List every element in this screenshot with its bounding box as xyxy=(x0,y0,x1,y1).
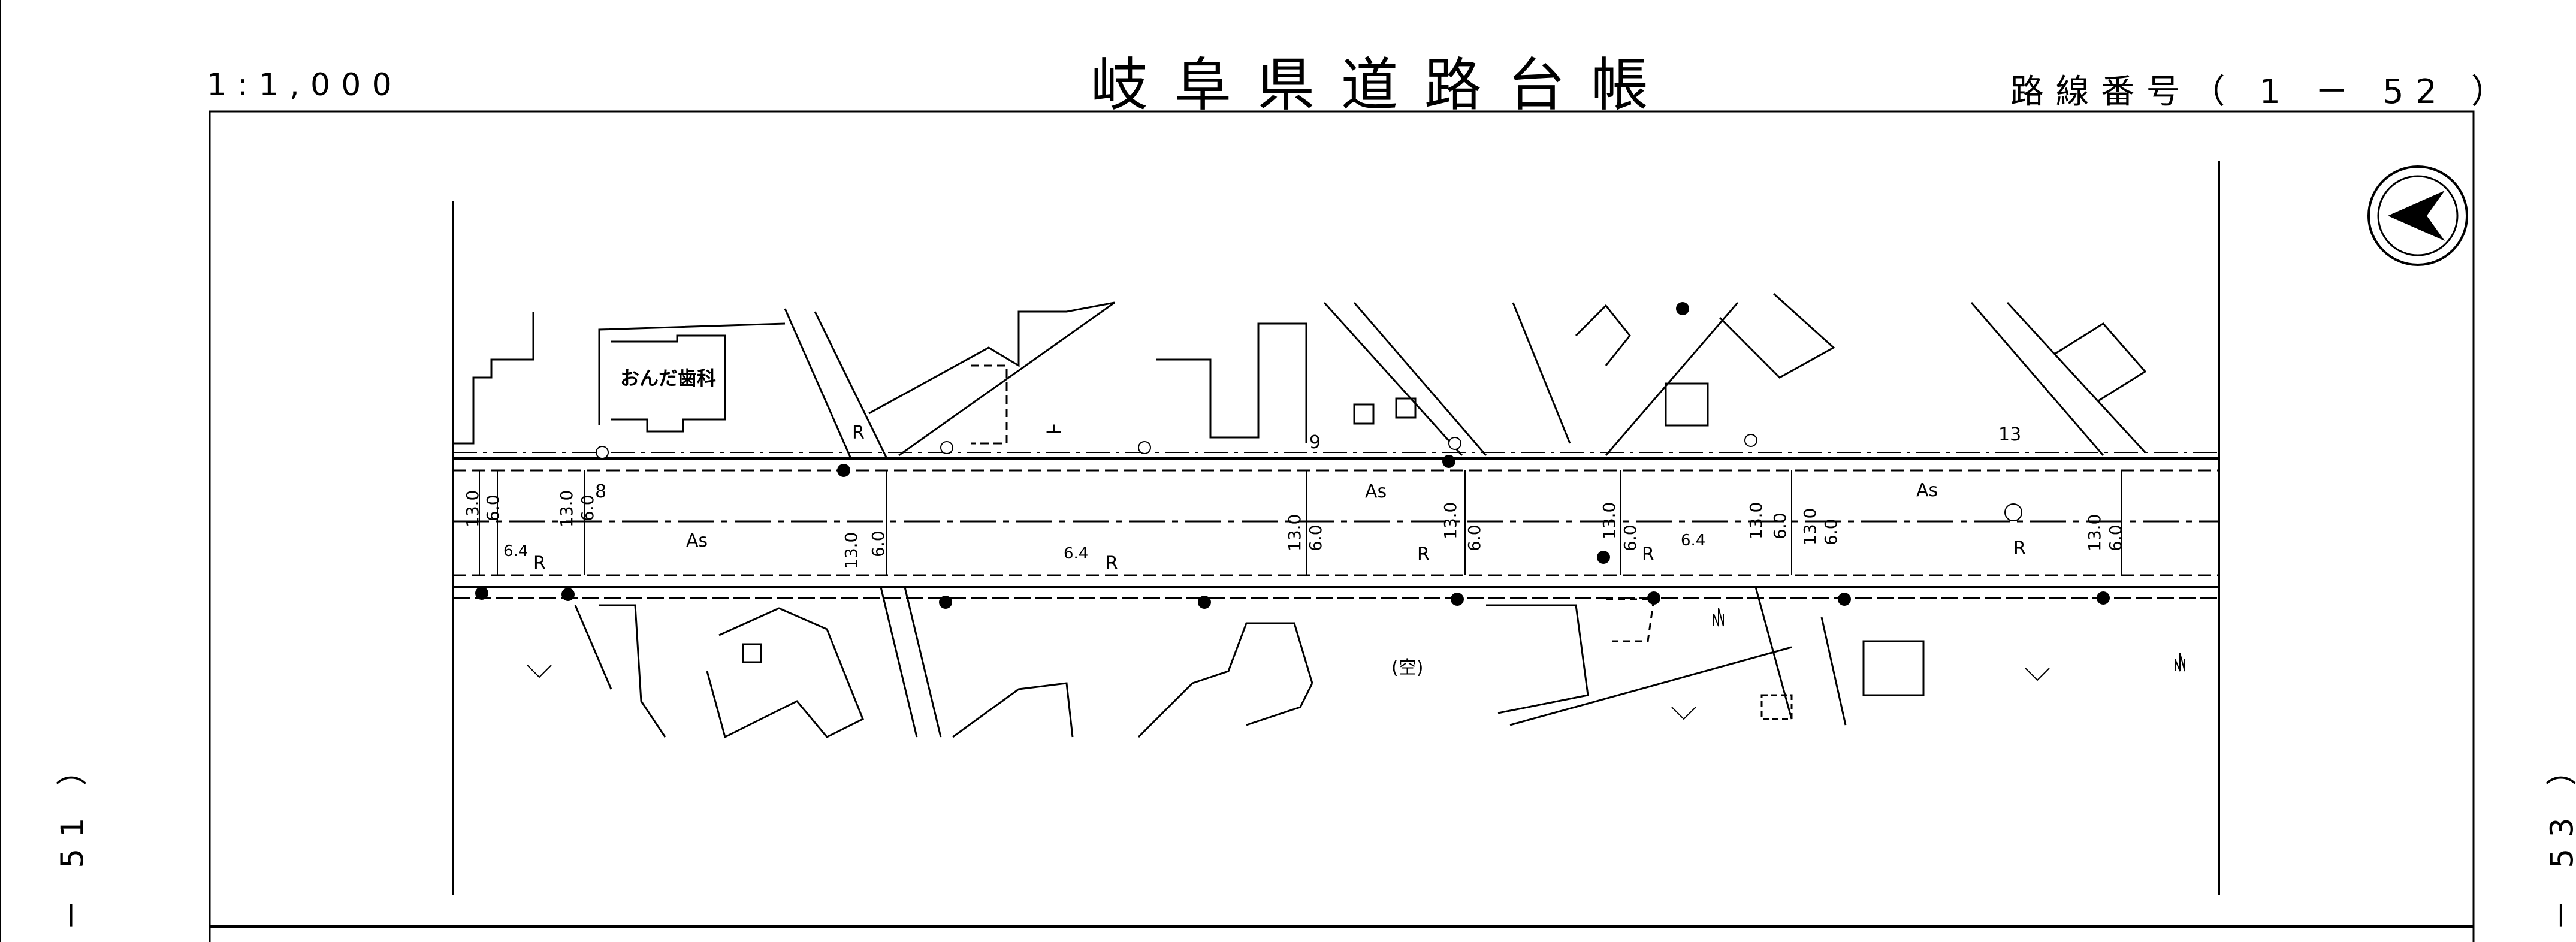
marker-r-5: R xyxy=(2013,538,2026,559)
width-label-130-3: 13.0 xyxy=(841,532,861,569)
width-label-64-3: 6.4 xyxy=(1681,532,1705,550)
land-use-symbols xyxy=(527,608,2185,720)
marker-8: 8 xyxy=(595,481,606,502)
marker-9: 9 xyxy=(1309,432,1321,453)
surface-label-as: As xyxy=(686,530,708,551)
width-label-130-8: 13.0 xyxy=(1800,508,1820,545)
width-label-13: 13 xyxy=(1998,424,2021,445)
map-frame xyxy=(209,110,2475,942)
width-label-60-4: 6.0 xyxy=(1306,524,1325,551)
width-label-130-9: 13.0 xyxy=(2085,514,2104,551)
width-label-64-2: 6.4 xyxy=(1064,545,1088,563)
surface-label-as-3: As xyxy=(1916,480,1938,501)
width-label-130-4: 13.0 xyxy=(1285,514,1304,551)
side-streets xyxy=(784,301,2146,738)
building-outlines xyxy=(453,292,2147,739)
marker-r-4: R xyxy=(1642,544,1654,565)
width-label-60-2: 6.0 xyxy=(578,494,597,521)
map-scale: 1:1,000 xyxy=(207,67,403,103)
route-number: 路線番号（ 1 － 52 ） xyxy=(2010,73,2517,111)
width-label-130-5: 13.0 xyxy=(1440,502,1460,539)
width-label-64: 6.4 xyxy=(503,542,528,560)
page-title: 岐阜県道路台帳 xyxy=(1091,52,1675,119)
vacant-lot-label: (空) xyxy=(1391,657,1423,678)
landmark-label: おんだ歯科 xyxy=(620,367,716,390)
width-label-130-7: 13.0 xyxy=(1746,502,1766,539)
width-label-130: 13.0 xyxy=(463,490,482,527)
width-label-60-9: 6.0 xyxy=(2106,524,2125,551)
width-label-60-7: 6.0 xyxy=(1770,512,1790,539)
width-label-60-5: 6.0 xyxy=(1464,524,1484,551)
road-edges xyxy=(453,452,2219,599)
marker-r-3: R xyxy=(1417,544,1430,565)
width-label-130-2: 13.0 xyxy=(557,490,576,527)
surface-label-as-2: As xyxy=(1365,481,1387,502)
width-label-60-8: 6.0 xyxy=(1821,518,1841,545)
width-label-130-6: 13.0 xyxy=(1599,502,1619,539)
north-arrow-icon xyxy=(2367,165,2468,266)
utility-poles xyxy=(475,302,2110,609)
width-label-60: 6.0 xyxy=(483,494,503,521)
width-label-60-3: 6.0 xyxy=(868,530,888,557)
manholes xyxy=(596,434,2022,521)
marker-r-2: R xyxy=(1106,553,1118,574)
marker-symbol: ㅗ xyxy=(1046,420,1062,441)
marker-r: R xyxy=(533,553,546,574)
dimension-lines xyxy=(479,470,2122,575)
width-label-60-6: 6.0 xyxy=(1620,524,1640,551)
marker-r-6: R xyxy=(852,422,865,443)
